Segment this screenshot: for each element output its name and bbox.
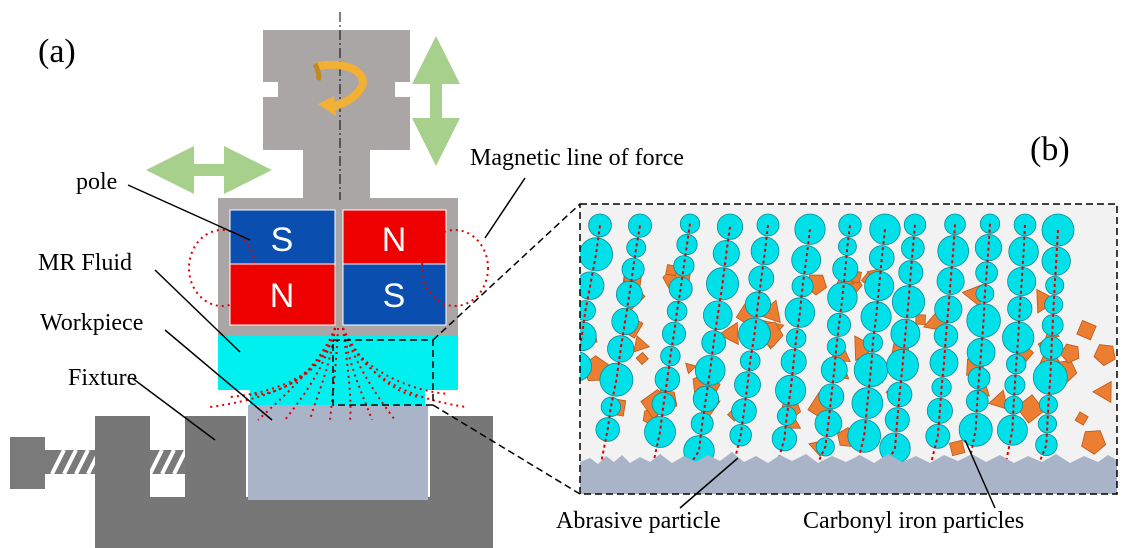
leader-lines-a [127, 177, 526, 441]
carbonyl-iron-particle [676, 233, 698, 256]
abrasive-particle [1076, 319, 1097, 341]
abrasive-particle [915, 314, 926, 325]
carbonyl-iron-particle [580, 351, 592, 382]
abrasive-particle [633, 335, 651, 353]
magnet-right: N S [342, 209, 447, 326]
field-line [777, 229, 811, 461]
mr-fluid-label: MR Fluid [38, 250, 132, 276]
abrasive-particle [949, 439, 966, 457]
carbonyl-iron-particle [712, 239, 740, 267]
zoom-connector-top [432, 203, 581, 341]
carbonyl-iron-particle [702, 300, 733, 331]
magnet-pole-n: N [270, 277, 295, 315]
carbonyl-iron-particle [847, 419, 881, 453]
magnet-left: S N [229, 209, 336, 326]
panel-b-label: (b) [1030, 131, 1070, 168]
field-line [857, 229, 886, 461]
carbonyl-iron-particle [860, 301, 892, 333]
field-line [968, 223, 991, 461]
carbonyl-iron-particle [827, 312, 852, 337]
field-line [888, 224, 916, 461]
carbonyl-iron-particle [580, 321, 597, 352]
carbonyl-iron-particle [933, 323, 959, 349]
carbonyl-iron-particle [1039, 336, 1064, 360]
carbonyl-iron-particle [662, 321, 687, 346]
carbonyl-iron-particle [868, 245, 895, 271]
carbonyl-iron-particle [818, 383, 845, 410]
carbonyl-iron-particle [580, 237, 613, 272]
carbonyl-iron-particle [901, 236, 925, 260]
zoom-panel [555, 204, 1117, 494]
field-line [930, 224, 956, 461]
carbonyl-iron-particle [600, 396, 622, 417]
carbonyl-iron-particle [1002, 321, 1035, 354]
carbonyl-iron-particle [706, 267, 740, 301]
field-line [692, 226, 731, 461]
carbonyl-iron-particle [1004, 374, 1026, 396]
fixture-label: Fixture [68, 365, 137, 391]
abrasive-particle [685, 362, 697, 375]
zoom-panel-border [579, 203, 1118, 495]
carbonyl-iron-particle [884, 407, 910, 433]
abrasive-particle [1074, 411, 1089, 426]
carbonyl-label: Carbonyl iron particles [803, 508, 1024, 534]
magnet-pole-n: N [382, 221, 407, 259]
rotation-arrow-icon [312, 60, 367, 116]
carbonyl-iron-particle [891, 285, 926, 319]
zoom-region-box [332, 339, 434, 406]
carbonyl-iron-particle [1035, 433, 1058, 457]
abrasive-particle [718, 321, 739, 346]
carbonyl-iron-particle [975, 284, 995, 304]
workpiece-label: Workpiece [40, 310, 143, 336]
carbonyl-iron-particle [739, 350, 761, 372]
workpiece [248, 405, 428, 500]
carbonyl-iron-particle [607, 335, 635, 363]
abrasive-particle [1081, 430, 1107, 455]
magnet-pole-s: S [383, 277, 406, 315]
carbonyl-iron-particle [668, 276, 693, 301]
leader-lines-b [679, 439, 996, 509]
pole-label: pole [76, 169, 117, 195]
abrasive-particle [1093, 344, 1116, 367]
fixture [10, 416, 493, 548]
field-line [733, 224, 769, 461]
carbonyl-iron-particle [626, 237, 647, 258]
abrasive-particle [635, 351, 649, 366]
abrasive-particle [1060, 343, 1080, 364]
field-line [600, 225, 641, 461]
carbonyl-iron-particle [558, 401, 580, 423]
carbonyl-iron-particle [599, 362, 634, 397]
carbonyl-iron-particle [853, 352, 889, 388]
field-line [1005, 224, 1026, 461]
zoom-connector-bottom [432, 404, 581, 495]
abrasive-label: Abrasive particle [556, 508, 721, 534]
magnet-pole-s: S [271, 221, 294, 259]
carbonyl-iron-particle [1032, 359, 1068, 395]
carbonyl-iron-particle [580, 271, 605, 300]
carbonyl-iron-particle [580, 386, 582, 396]
carbonyl-iron-particle [838, 237, 857, 256]
panel-a-label: (a) [38, 33, 76, 70]
mr-fluid-layer [218, 336, 458, 405]
workpiece-surface [580, 452, 1117, 494]
carbonyl-iron-particle [666, 300, 688, 322]
abrasive-particle [988, 389, 1009, 410]
carbonyl-iron-particle [791, 275, 814, 298]
carbonyl-iron-particle [692, 385, 720, 412]
carbonyl-iron-particle [734, 371, 761, 399]
magnetic-line-label: Magnetic line of force [470, 145, 684, 171]
carbonyl-iron-particle [967, 366, 991, 390]
carbonyl-iron-particle [555, 424, 575, 444]
field-line [818, 225, 851, 461]
carbonyl-iron-particle [748, 265, 775, 292]
carbonyl-iron-particle [862, 332, 884, 353]
abrasive-particle [1092, 380, 1112, 404]
carbonyl-iron-particle [616, 280, 643, 308]
